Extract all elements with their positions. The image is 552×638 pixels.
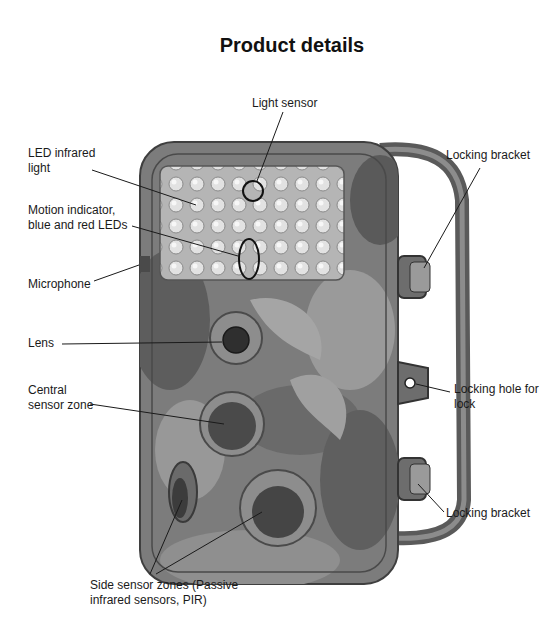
side-sensor-lens	[252, 486, 304, 538]
label-text: Locking bracket	[446, 148, 530, 162]
part-label: Microphone	[28, 277, 118, 292]
label-text: Locking hole for lock	[454, 382, 539, 411]
central-sensor	[208, 402, 256, 450]
lens	[223, 327, 249, 353]
part-label: Locking hole for lock	[454, 382, 544, 412]
locking-hole	[405, 378, 415, 388]
label-text: Central sensor zone	[28, 383, 93, 412]
sensor-ring	[200, 392, 264, 456]
part-label: Side sensor zones (Passive infrared sens…	[90, 578, 270, 608]
label-text: Lens	[28, 336, 54, 350]
label-text: Light sensor	[252, 96, 317, 110]
led-panel	[160, 166, 344, 280]
side-sensor	[169, 462, 197, 522]
part-label: Motion indicator, blue and red LEDs	[28, 203, 140, 233]
locking-tab	[398, 362, 428, 404]
part-label: Locking bracket	[446, 506, 548, 521]
label-text: Locking bracket	[446, 506, 530, 520]
part-label: Light sensor	[252, 96, 342, 111]
title: Product details	[220, 34, 364, 57]
part-label: Lens	[28, 336, 68, 351]
light-sensor	[243, 181, 263, 201]
part-label: Locking bracket	[446, 148, 548, 163]
camouflage	[140, 155, 398, 584]
label-text: LED infrared light	[28, 146, 95, 175]
label-text: Motion indicator, blue and red LEDs	[28, 203, 127, 232]
motion-indicator	[239, 239, 259, 279]
leader-lines	[62, 112, 480, 574]
part-label: LED infrared light	[28, 146, 120, 176]
part-label: Central sensor zone	[28, 383, 106, 413]
side-sensor	[240, 470, 316, 546]
microphone	[140, 256, 150, 272]
lens-housing	[210, 312, 262, 364]
label-text: Microphone	[28, 277, 91, 291]
label-text: Side sensor zones (Passive infrared sens…	[90, 578, 238, 607]
